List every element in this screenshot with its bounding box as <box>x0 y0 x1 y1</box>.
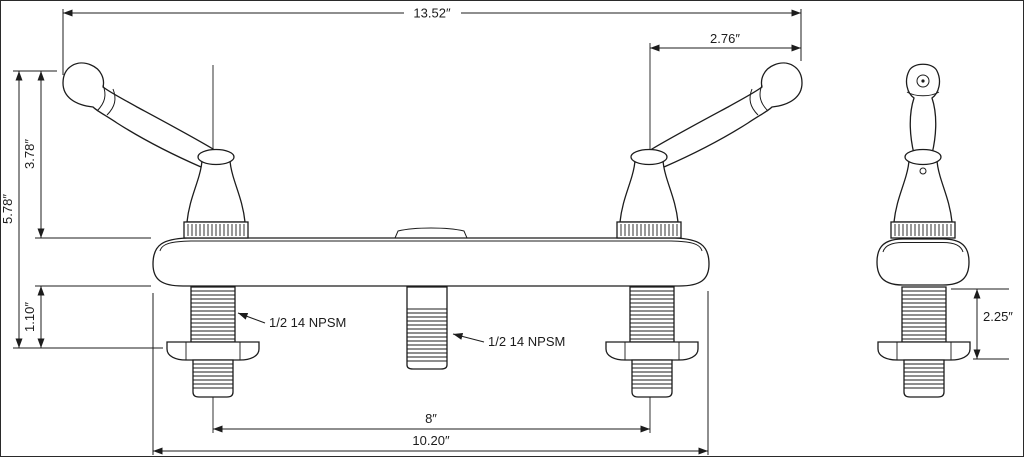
dim-side-shank: 2.25″ <box>951 288 1013 360</box>
side-view <box>876 63 971 398</box>
lever-outline <box>62 62 214 168</box>
dim-label-handle-height: 3.78″ <box>22 139 37 169</box>
shank-upper-threads <box>191 290 235 340</box>
dim-handle-offset: 2.76″ <box>650 31 801 52</box>
thread-callouts: 1/2 14 NPSM 1/2 14 NPSM <box>237 312 565 349</box>
side-set-screw <box>919 167 927 175</box>
side-shank <box>877 286 971 398</box>
dim-base-width: 10.20″ <box>152 291 709 455</box>
side-lever-outline <box>905 63 941 155</box>
center-shank-threads <box>407 308 447 362</box>
dim-label-overall-width: 13.52″ <box>413 6 451 21</box>
side-lever <box>905 63 941 155</box>
knurl-hatching <box>187 224 245 236</box>
side-bell <box>890 148 956 239</box>
dim-label-base-width: 10.20″ <box>412 433 450 448</box>
dim-overall-width: 13.52″ <box>62 6 802 75</box>
deck <box>152 227 710 287</box>
dim-label-side-shank: 2.25″ <box>983 309 1013 324</box>
shank-lower-threads <box>193 363 233 389</box>
lever-band-1 <box>96 84 106 112</box>
dim-centers-spacing: 8″ <box>213 411 650 433</box>
side-deck-contour <box>882 242 964 253</box>
dim-left-stack: 3.78″ 5.78″ 1.10″ <box>1 70 163 349</box>
dim-label-centers-spacing: 8″ <box>425 411 437 426</box>
side-deck-outline <box>876 238 970 286</box>
side-lever-button-center <box>921 79 925 83</box>
center-shank-outline <box>406 286 448 370</box>
deck-top-contour <box>159 240 703 252</box>
leader-line <box>237 312 266 324</box>
side-lever-band <box>906 91 940 97</box>
label-center-thread: 1/2 14 NPSM <box>488 334 565 349</box>
center-shank <box>406 286 448 370</box>
lever-band-2 <box>106 88 116 116</box>
mounting-nut <box>166 341 260 361</box>
bell-cap <box>197 148 235 166</box>
bell-outline <box>186 158 246 223</box>
shank-lower-outline <box>192 359 234 398</box>
dimensions: 13.52″ 2.76″ 3.78″ 5.78″ 1.10″ 8″ <box>1 6 1013 455</box>
deck-center-boss <box>394 227 468 239</box>
right-handle-lever <box>651 62 803 168</box>
side-lever-button <box>916 74 930 88</box>
deck-outline <box>152 237 710 287</box>
dim-label-handle-offset: 2.76″ <box>710 31 740 46</box>
left-handle-bell <box>183 148 249 239</box>
left-handle-lever <box>62 62 214 168</box>
right-shank <box>605 286 699 398</box>
mounting-nut-facets <box>185 342 241 360</box>
side-deck <box>876 238 970 286</box>
label-left-thread: 1/2 14 NPSM <box>269 315 346 330</box>
front-view <box>62 62 803 398</box>
dim-label-overall-height: 5.78″ <box>1 194 15 224</box>
leader-line <box>452 332 485 343</box>
dim-label-deck-to-nut: 1.10″ <box>22 302 37 332</box>
left-shank <box>166 286 260 398</box>
